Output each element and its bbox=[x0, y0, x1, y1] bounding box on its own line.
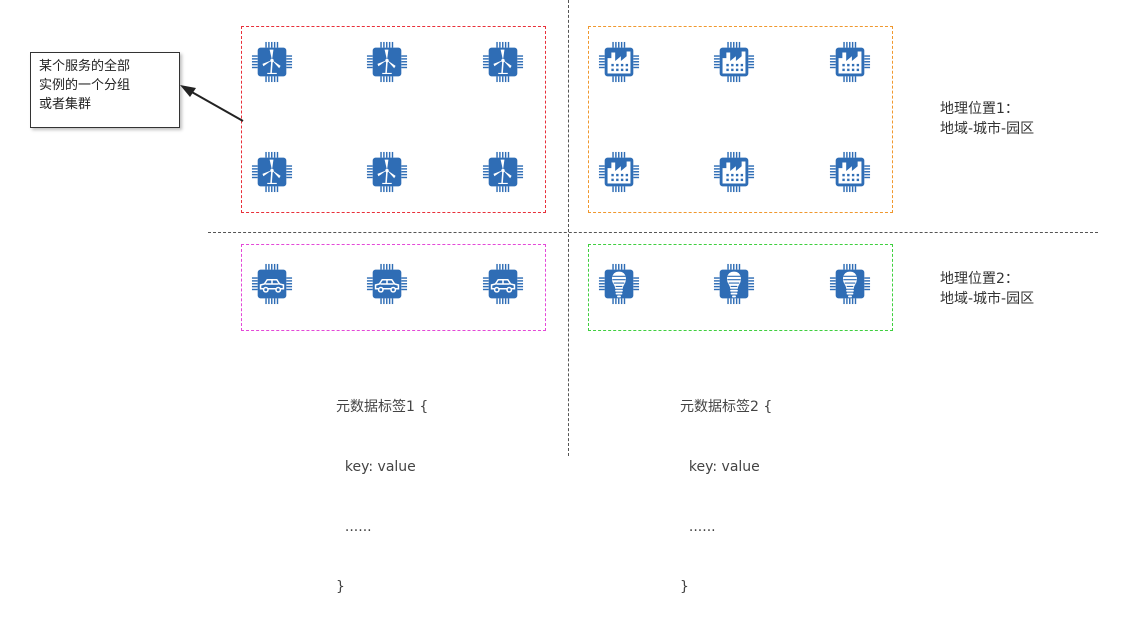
factory-icon bbox=[829, 151, 871, 193]
car-chip bbox=[366, 263, 408, 305]
light-bulb-icon bbox=[713, 263, 755, 305]
location-label-1: 地理位置1： 地域-城市-园区 bbox=[940, 99, 1034, 139]
location-detail: 地域-城市-园区 bbox=[940, 291, 1035, 307]
car-icon bbox=[366, 263, 408, 305]
car-chip bbox=[251, 263, 293, 305]
metadata-line: key: value bbox=[336, 459, 416, 475]
factory-icon bbox=[598, 41, 640, 83]
callout-line: 实例的一个分组 bbox=[39, 78, 131, 93]
wind-turbine-icon bbox=[482, 41, 524, 83]
light-bulb-chip bbox=[598, 263, 640, 305]
metadata-line: } bbox=[336, 579, 345, 595]
wind-turbine-icon bbox=[251, 151, 293, 193]
wind-turbine-icon bbox=[482, 151, 524, 193]
wind-turbine-chip bbox=[251, 151, 293, 193]
horizontal-divider bbox=[208, 232, 1098, 233]
location-detail: 地域-城市-园区 bbox=[940, 121, 1035, 137]
location-title: 地理位置2： bbox=[940, 271, 1019, 287]
metadata-line: ...... bbox=[336, 519, 372, 535]
car-chip bbox=[482, 263, 524, 305]
location-title: 地理位置1： bbox=[940, 101, 1019, 117]
metadata-line: key: value bbox=[680, 459, 760, 475]
metadata-block-1: 元数据标签1 { key: value ...... } bbox=[336, 357, 428, 617]
car-icon bbox=[482, 263, 524, 305]
metadata-line: ...... bbox=[680, 519, 716, 535]
callout-arrow bbox=[180, 85, 244, 122]
metadata-line: 元数据标签2 { bbox=[680, 399, 773, 415]
factory-chip bbox=[829, 151, 871, 193]
callout-line: 某个服务的全部 bbox=[39, 59, 131, 74]
factory-chip bbox=[713, 151, 755, 193]
factory-chip bbox=[598, 41, 640, 83]
wind-turbine-icon bbox=[251, 41, 293, 83]
metadata-line: } bbox=[680, 579, 689, 595]
car-icon bbox=[251, 263, 293, 305]
light-bulb-icon bbox=[598, 263, 640, 305]
wind-turbine-chip bbox=[482, 151, 524, 193]
metadata-line: 元数据标签1 { bbox=[336, 399, 429, 415]
group-bulbs bbox=[588, 244, 893, 331]
wind-turbine-chip bbox=[366, 41, 408, 83]
location-label-2: 地理位置2： 地域-城市-园区 bbox=[940, 269, 1034, 309]
wind-turbine-icon bbox=[366, 151, 408, 193]
wind-turbine-chip bbox=[366, 151, 408, 193]
factory-chip bbox=[829, 41, 871, 83]
factory-icon bbox=[713, 41, 755, 83]
factory-icon bbox=[713, 151, 755, 193]
wind-turbine-icon bbox=[366, 41, 408, 83]
callout-line: 或者集群 bbox=[39, 97, 92, 112]
light-bulb-chip bbox=[829, 263, 871, 305]
factory-icon bbox=[598, 151, 640, 193]
group-factories bbox=[588, 26, 893, 213]
vertical-divider bbox=[568, 0, 569, 456]
metadata-block-2: 元数据标签2 { key: value ...... } bbox=[680, 357, 772, 617]
factory-icon bbox=[829, 41, 871, 83]
group-cars bbox=[241, 244, 546, 331]
light-bulb-icon bbox=[829, 263, 871, 305]
wind-turbine-chip bbox=[482, 41, 524, 83]
cluster-callout: 某个服务的全部 实例的一个分组 或者集群 bbox=[30, 52, 180, 128]
factory-chip bbox=[598, 151, 640, 193]
wind-turbine-chip bbox=[251, 41, 293, 83]
factory-chip bbox=[713, 41, 755, 83]
light-bulb-chip bbox=[713, 263, 755, 305]
